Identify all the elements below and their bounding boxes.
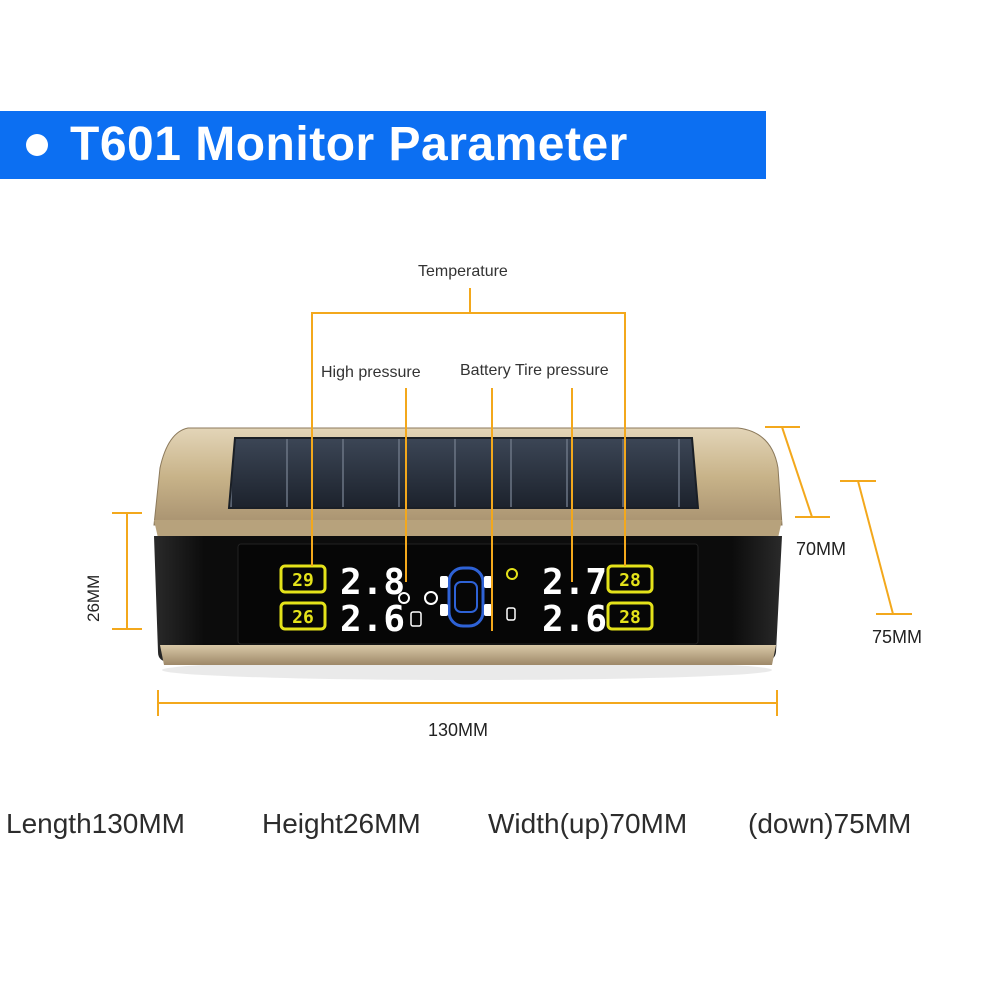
title-banner: T601 Monitor Parameter <box>0 111 766 179</box>
car-diagram-icon <box>440 566 492 628</box>
rear-right-temp-box <box>606 601 654 631</box>
spec-height: Height26MM <box>262 808 421 839</box>
lcd-screen <box>237 543 699 645</box>
temperature-callout-line <box>311 312 626 566</box>
front-right-pressure: 2.7 <box>542 562 607 603</box>
front-left-temp: 29 <box>292 570 314 591</box>
rear-right-pressure: 2.6 <box>542 599 607 640</box>
height-dim-label: 26MM <box>84 574 103 622</box>
dimension-lines <box>112 426 912 716</box>
power-icon <box>506 568 518 580</box>
shell-rim <box>154 520 782 538</box>
callout-lines <box>311 288 626 631</box>
rear-right-temp: 28 <box>619 607 641 628</box>
battery-label: Battery <box>460 362 511 379</box>
solar-panel <box>227 437 700 509</box>
high-pressure-icon <box>398 592 410 604</box>
front-right-temp: 28 <box>619 570 641 591</box>
width-down-dim-label: 75MM <box>872 627 923 647</box>
sensor-icon <box>506 607 516 621</box>
specs-row: Length130MM Height26MM Width(up)70MM (do… <box>0 808 1001 848</box>
high-pressure-label: High pressure <box>321 364 421 381</box>
front-left-pressure: 2.8 <box>340 562 405 603</box>
bullet-dot <box>26 134 48 156</box>
spec-width-up: Width(up)70MM <box>488 808 688 839</box>
length-dim-label: 130MM <box>428 720 489 740</box>
banner-title: T601 Monitor Parameter <box>70 118 628 171</box>
rear-left-temp-box <box>279 601 327 631</box>
tire-pressure-label: Tire pressure <box>515 362 609 379</box>
front-left-temp-box <box>279 564 327 594</box>
width-up-dim-line <box>781 426 813 518</box>
spec-width-down: (down)75MM <box>748 808 912 839</box>
front-right-temp-box <box>606 564 654 594</box>
rear-left-temp: 26 <box>292 607 314 628</box>
tire-warning-icon <box>424 591 438 605</box>
rear-left-pressure: 2.6 <box>340 599 405 640</box>
bottom-base <box>160 645 776 665</box>
width-up-dim-label: 70MM <box>796 539 847 559</box>
width-down-dim-line <box>857 480 894 615</box>
battery-icon <box>410 611 422 627</box>
temperature-label: Temperature <box>418 263 508 280</box>
spec-length: Length130MM <box>6 808 186 839</box>
